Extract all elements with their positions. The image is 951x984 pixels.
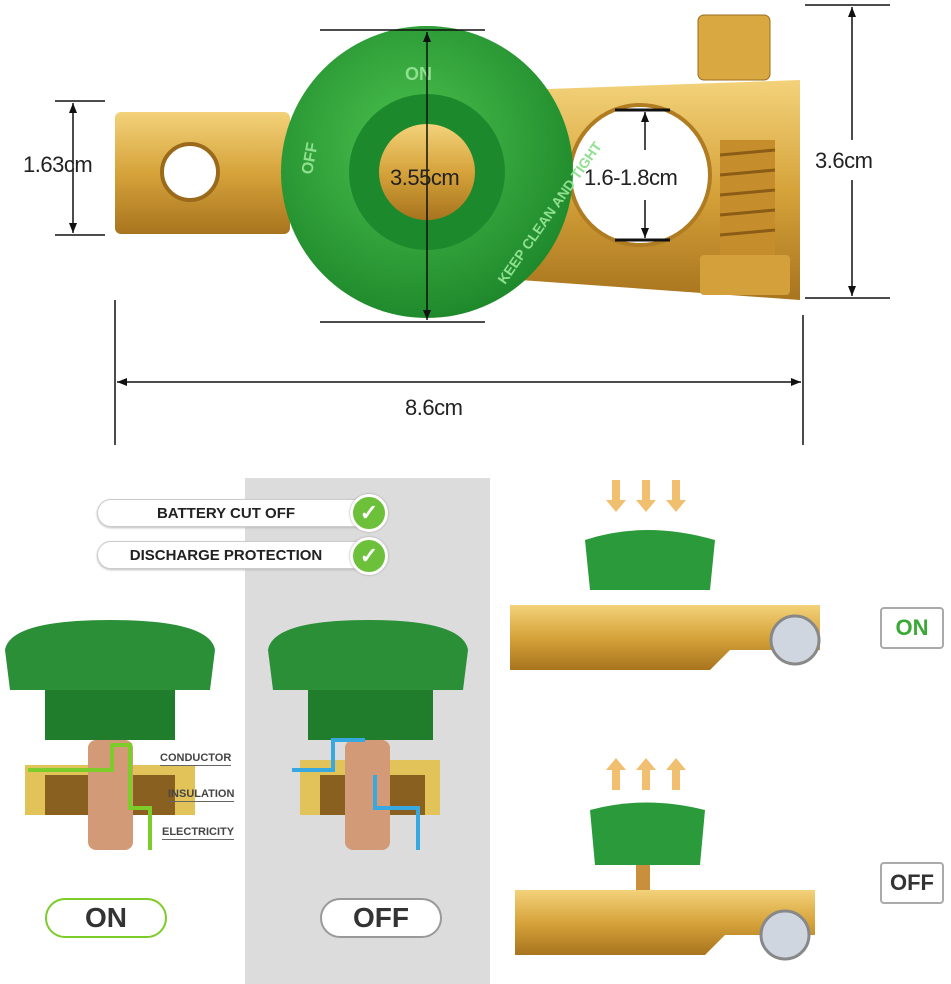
feature-discharge-protection: DISCHARGE PROTECTION bbox=[97, 541, 385, 569]
knob-diameter-label: 3.55cm bbox=[390, 165, 460, 190]
cap-off-text: OFF bbox=[299, 141, 321, 176]
photo-on-label: ON bbox=[880, 607, 944, 649]
feature-label: BATTERY CUT OFF bbox=[156, 504, 296, 522]
cap-on-text: ON bbox=[405, 64, 432, 84]
total-length-label: 8.6cm bbox=[405, 395, 463, 420]
dimension-lines bbox=[55, 4, 890, 445]
tab-height-label: 1.63cm bbox=[23, 152, 93, 177]
check-icon: ✓ bbox=[350, 537, 388, 575]
conductor-label: CONDUCTOR bbox=[160, 752, 232, 766]
photo-off-label: OFF bbox=[880, 862, 944, 904]
insulation-label: INSULATION bbox=[168, 788, 235, 802]
terminal-top-view: ON OFF KEEP CLEAN AND TIGHT bbox=[115, 14, 800, 318]
clamp-height-label: 3.6cm bbox=[815, 148, 873, 173]
feature-battery-cut-off: BATTERY CUT OFF bbox=[97, 499, 385, 527]
off-state-label: OFF bbox=[320, 898, 442, 938]
check-icon: ✓ bbox=[350, 494, 388, 532]
electricity-label: ELECTRICITY bbox=[162, 826, 235, 840]
clamp-hole-label: 1.6-1.8cm bbox=[584, 165, 678, 190]
feature-label: DISCHARGE PROTECTION bbox=[129, 546, 323, 564]
on-state-label: ON bbox=[45, 898, 167, 938]
